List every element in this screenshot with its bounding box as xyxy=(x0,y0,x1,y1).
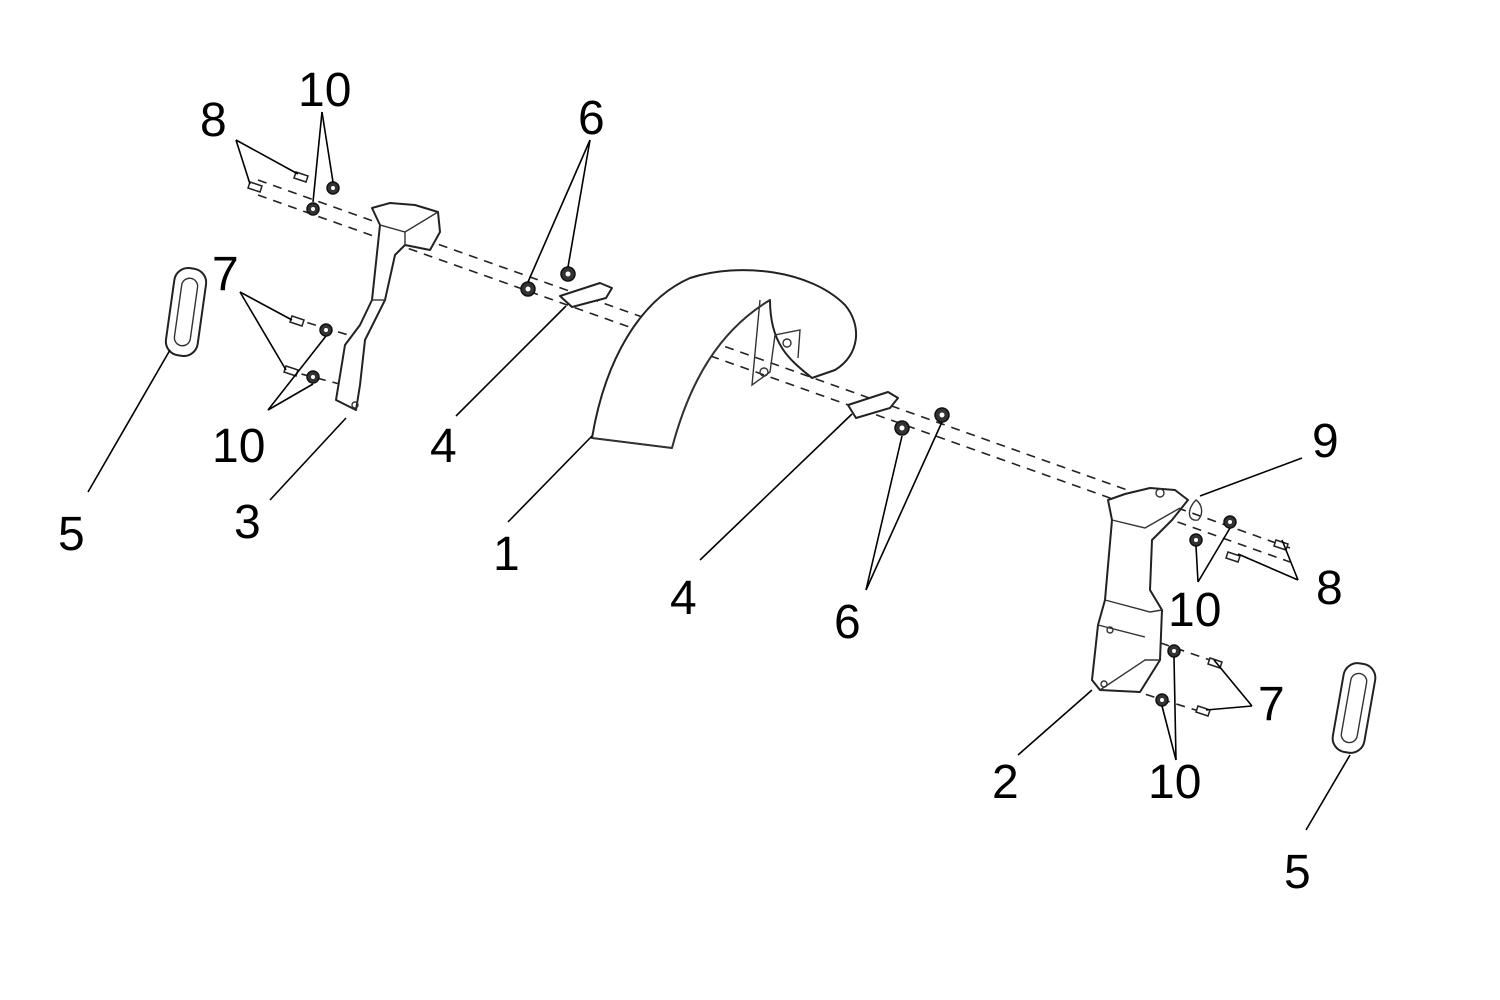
callout-4-right: 4 xyxy=(670,572,697,625)
bolts xyxy=(247,171,1289,717)
callout-6-left: 6 xyxy=(578,92,605,145)
fender xyxy=(591,269,858,449)
callout-6-right: 6 xyxy=(834,596,861,649)
callout-10-bottom-left: 10 xyxy=(212,420,265,473)
callout-1: 1 xyxy=(493,528,520,581)
reflector-left xyxy=(164,267,208,357)
axis-left-mount-lower xyxy=(285,369,356,389)
right-fender-stay xyxy=(1091,487,1189,693)
callout-labels: 1 2 3 4 4 5 5 6 6 7 7 8 8 9 10 10 10 10 xyxy=(58,64,1343,899)
callout-3: 3 xyxy=(234,496,261,549)
callout-5-right: 5 xyxy=(1284,846,1311,899)
callout-9: 9 xyxy=(1312,415,1339,468)
nuts xyxy=(306,181,1237,707)
clip xyxy=(1188,499,1203,521)
callout-8-left: 8 xyxy=(200,94,227,147)
callout-10-lower-right: 10 xyxy=(1148,756,1201,809)
callout-5-left: 5 xyxy=(58,508,85,561)
callout-7-right: 7 xyxy=(1258,678,1285,731)
callout-10-top-left: 10 xyxy=(298,64,351,117)
callout-7-left: 7 xyxy=(212,248,239,301)
callout-10-upper-right: 10 xyxy=(1168,584,1221,637)
reflectors xyxy=(164,267,1377,754)
left-fender-stay xyxy=(335,202,441,411)
callout-2: 2 xyxy=(992,756,1019,809)
callout-4-left: 4 xyxy=(430,420,457,473)
bracket-left xyxy=(559,282,613,308)
leader-lines xyxy=(87,111,1351,831)
callout-8-right: 8 xyxy=(1316,562,1343,615)
bracket-right xyxy=(847,391,899,419)
reflector-right xyxy=(1331,662,1377,754)
brackets xyxy=(559,282,899,419)
